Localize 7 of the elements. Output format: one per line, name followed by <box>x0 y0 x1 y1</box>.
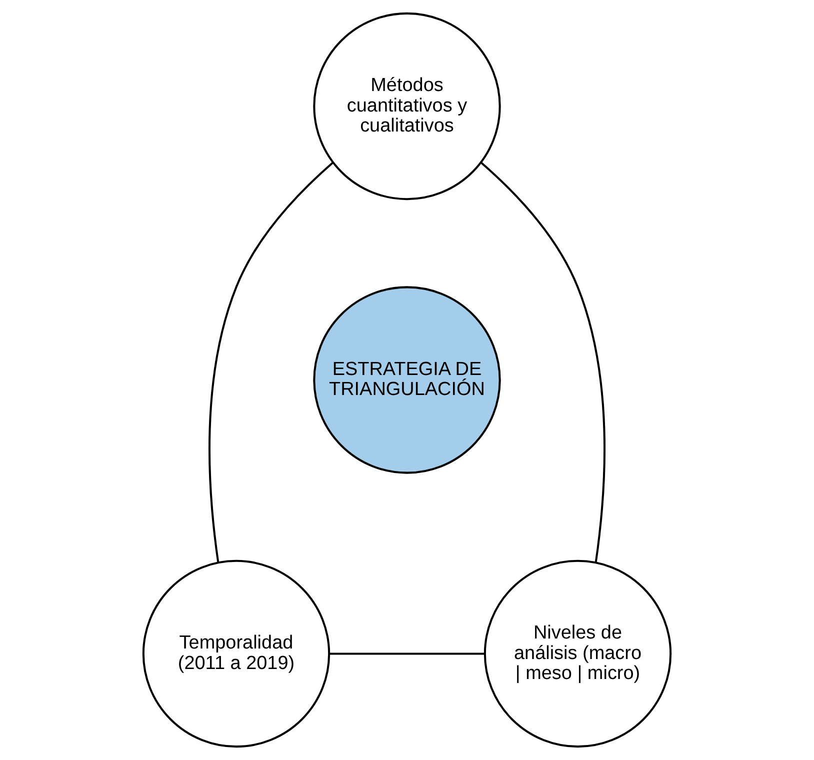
connector <box>208 162 334 563</box>
node-circle: Niveles de análisis (macro | meso | micro) <box>484 560 672 748</box>
connector <box>480 162 606 563</box>
node-circle: ESTRATEGIA DE TRIANGULACIÓN <box>313 286 501 474</box>
connector <box>330 652 485 655</box>
node-circle: Métodos cuantitativos y cualitativos <box>313 12 501 200</box>
node-circle: Temporalidad (2011 a 2019) <box>142 560 330 748</box>
